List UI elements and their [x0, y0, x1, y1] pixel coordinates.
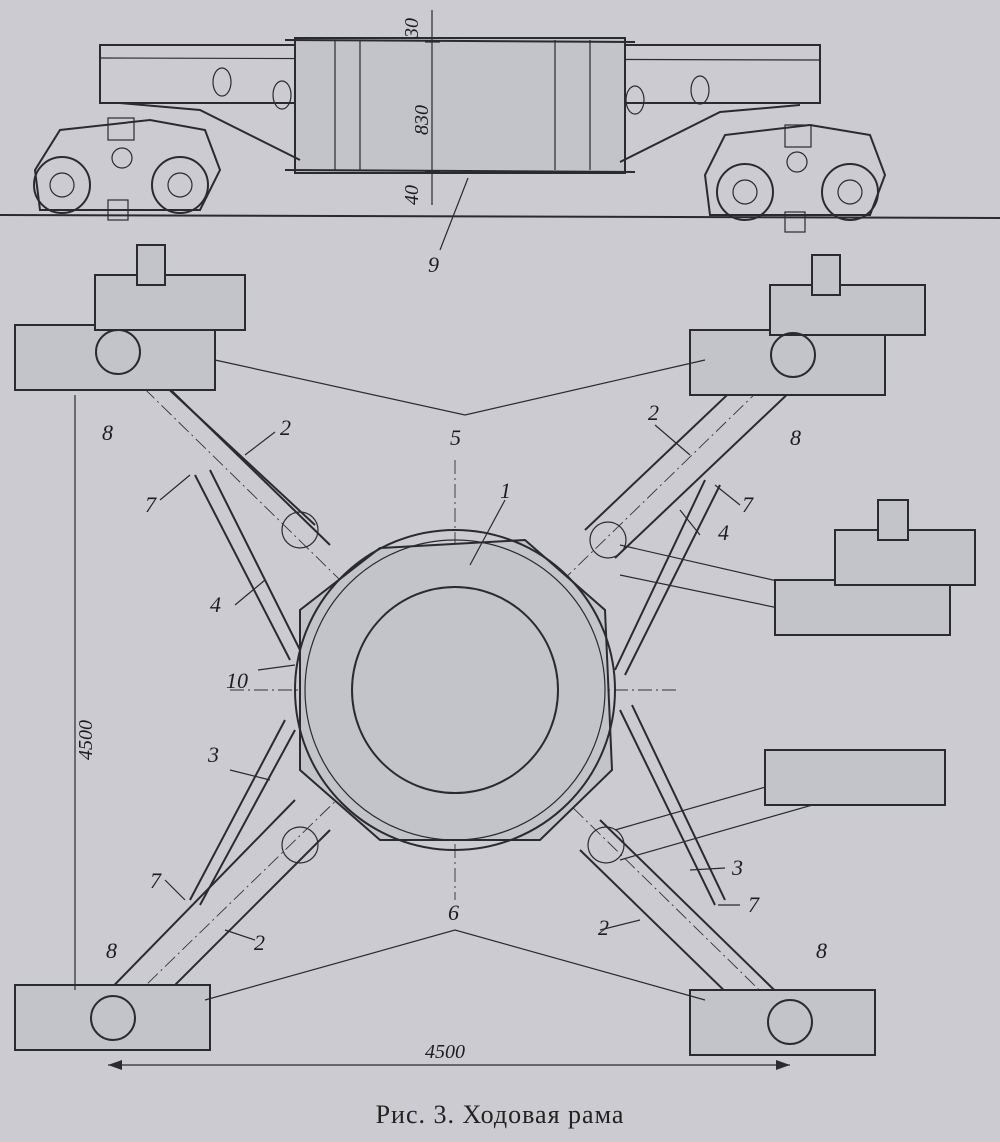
label-5: 5: [450, 425, 461, 450]
label-2-bl: 2: [254, 930, 265, 955]
alt-position-upper: [619, 499, 976, 636]
label-6: 6: [448, 900, 459, 925]
dim-vertical-span: 4500: [75, 720, 97, 760]
drive-unit-top-left: [14, 244, 246, 391]
side-elevation: [0, 10, 1000, 251]
dim-bottom-flange: 40: [401, 185, 423, 205]
label-10: 10: [226, 668, 248, 693]
label-7-br: 7: [748, 892, 760, 917]
drive-unit-top-right: [689, 254, 926, 396]
label-4-left: 4: [210, 592, 221, 617]
label-2-tr: 2: [648, 400, 659, 425]
label-3-right: 3: [731, 855, 743, 880]
label-8-bl: 8: [106, 938, 117, 963]
label-3-left: 3: [207, 742, 219, 767]
label-7-bl: 7: [150, 868, 162, 893]
label-4-right: 4: [718, 520, 729, 545]
dim-height: 830: [411, 105, 433, 135]
figure-caption: Рис. 3. Ходовая рама: [375, 1100, 625, 1129]
label-7-tr: 7: [742, 492, 754, 517]
label-2-br: 2: [598, 915, 609, 940]
label-2-tl: 2: [280, 415, 291, 440]
label-8-tl: 8: [102, 420, 113, 445]
label-7-tl: 7: [145, 492, 157, 517]
label-8-tr: 8: [790, 425, 801, 450]
plan-view: [14, 244, 976, 1070]
drive-unit-bottom-left: [14, 984, 211, 1051]
label-1: 1: [500, 478, 511, 503]
drive-unit-bottom-right: [689, 989, 876, 1056]
frame-drawing: 30 830 40 4500 4500 9 5 1 2 2 2 2 8 8 8 …: [0, 10, 1000, 1070]
label-9: 9: [428, 252, 439, 277]
dim-top-flange: 30: [401, 18, 423, 39]
dim-horizontal-span: 4500: [425, 1041, 465, 1063]
label-8-br: 8: [816, 938, 827, 963]
alt-position-lower: [614, 749, 946, 861]
